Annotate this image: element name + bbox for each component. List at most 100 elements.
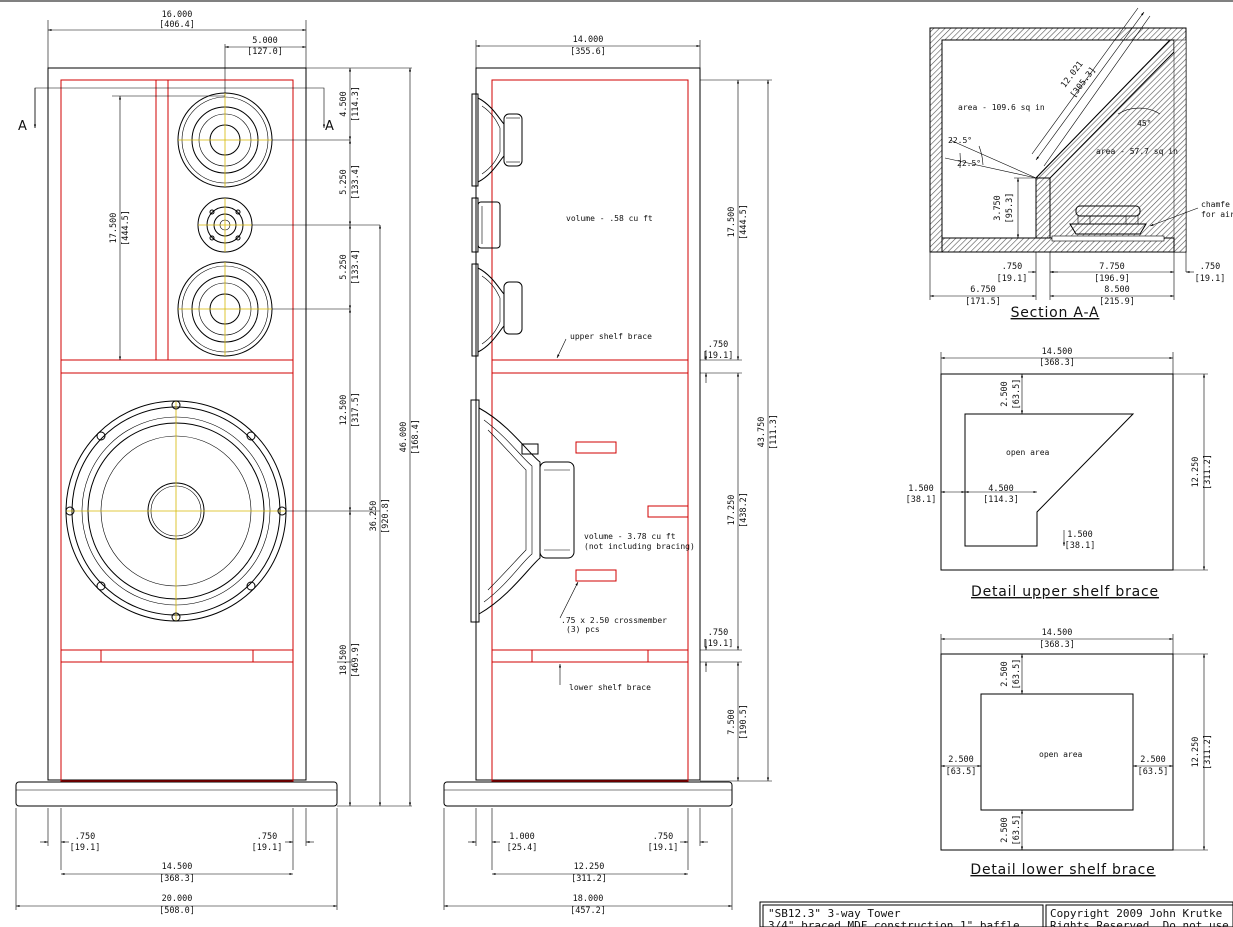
upper-left-mm: [38.1] — [906, 495, 937, 505]
section-dim-7750: 7.750 — [1099, 262, 1125, 272]
lower-mid-side — [471, 263, 523, 357]
upper-midrange-driver — [177, 92, 273, 188]
front-dim-36250: 36.250 — [369, 501, 379, 532]
lower-open-label: open area — [1039, 750, 1083, 759]
upper-top-mm: [63.5] — [1012, 379, 1022, 410]
lower-bottom: 2.500 — [1000, 817, 1010, 843]
front-inner-width: 14.500 — [162, 862, 193, 872]
side-plinth — [443, 781, 733, 807]
title-block: "SB12.3" 3-way Tower 3/4" braced MDF con… — [759, 901, 1233, 927]
upper-brace-title: Detail upper shelf brace — [971, 584, 1159, 600]
title-line-1: "SB12.3" 3-way Tower — [768, 907, 901, 920]
side-inner-width-mm: [311.2] — [571, 874, 607, 884]
side-dim-upper-750: .750 — [708, 340, 728, 350]
side-baffle: 1.000 — [509, 832, 535, 842]
side-base-width: 18.000 — [573, 894, 604, 904]
upper-brace-detail: 14.500 [368.3] open area 2.500 [63.5] 12… — [906, 347, 1213, 600]
section-dim-3750-mm: [95.3] — [1005, 193, 1015, 224]
lower-left: 2.500 — [948, 755, 974, 765]
lower-left-mm: [63.5] — [946, 767, 977, 777]
section-marker-left: A — [18, 119, 27, 134]
upper-mid-side — [471, 93, 523, 187]
upper-volume-label: volume - .58 cu ft — [566, 214, 653, 223]
upper-brace-label: upper shelf brace — [570, 332, 652, 341]
upper-open-label: open area — [1006, 448, 1050, 457]
side-dim-43750-mm: [111.3] — [769, 414, 779, 450]
front-dim-36250-mm: [920.8] — [381, 498, 391, 534]
section-wall-b-mm: [19.1] — [1195, 274, 1226, 284]
section-driver — [1069, 205, 1147, 235]
front-dim-46000: 46.000 — [399, 422, 409, 453]
front-offset-mm: [127.0] — [247, 47, 283, 57]
front-dim-5250b-mm: [133.4] — [351, 249, 361, 285]
copyright-line-1: Copyright 2009 John Krutke — [1050, 907, 1222, 920]
front-wall-left: .750 — [75, 832, 95, 842]
front-base-width-mm: [508.0] — [159, 906, 195, 916]
lower-brace-title: Detail lower shelf brace — [970, 862, 1155, 878]
front-plinth — [15, 781, 338, 807]
side-base-width-mm: [457.2] — [570, 906, 606, 916]
side-cabinet — [475, 67, 701, 781]
side-width-in: 14.000 — [573, 35, 604, 45]
lower-width: 14.500 — [1042, 628, 1073, 638]
title-line-2: 3/4" braced MDF construction 1" baffle — [768, 919, 1020, 927]
crossmember-label-2: (3) pcs — [566, 625, 600, 634]
woofer-driver — [65, 400, 287, 622]
side-dim-17250-mm: [438.2] — [739, 492, 749, 528]
upper-height-mm: [311.2] — [1203, 454, 1213, 490]
angle-a: 22.5° — [948, 136, 972, 145]
front-dim-4500: 4.500 — [339, 91, 349, 117]
side-dim-17500-mm: [444.5] — [739, 204, 749, 240]
section-marker-right: A — [325, 119, 334, 134]
lower-brace-label: lower shelf brace — [569, 683, 651, 692]
upper-brace-panel — [940, 373, 1174, 571]
front-base-width: 20.000 — [162, 894, 193, 904]
front-dim-12500: 12.500 — [339, 395, 349, 426]
lower-midrange-driver — [177, 261, 273, 357]
section-wall-a-mm: [19.1] — [997, 274, 1028, 284]
section-dim-7750-mm: [196.9] — [1094, 274, 1130, 284]
front-inner-width-mm: [368.3] — [159, 874, 195, 884]
front-width-mm: [406.4] — [159, 20, 195, 30]
section-dim-6750: 6.750 — [970, 285, 996, 295]
side-width-mm: [355.6] — [570, 47, 606, 57]
section-a-a: 12.021 [305.3] area - 109.6 sq in area -… — [929, 7, 1233, 321]
side-view: 14.000 [355.6] — [443, 35, 779, 916]
section-dim-8500: 8.500 — [1104, 285, 1130, 295]
front-offset-in: 5.000 — [252, 36, 278, 46]
side-dim-lower-750-mm: [19.1] — [703, 639, 734, 649]
area-small-label: area - 57.7 sq in — [1096, 147, 1178, 156]
upper-open-width-mm: [114.3] — [983, 495, 1019, 505]
section-dim-8500-mm: [215.9] — [1099, 297, 1135, 307]
section-wall-a: .750 — [1002, 262, 1022, 272]
front-dim-18500-mm: [469.9] — [351, 642, 361, 678]
angle-b: 22.5° — [957, 159, 981, 168]
front-dim-17500: 17.500 — [109, 213, 119, 244]
front-wall-right: .750 — [257, 832, 277, 842]
side-dim-43750: 43.750 — [757, 417, 767, 448]
upper-left: 1.500 — [908, 484, 934, 494]
lower-brace-panel — [940, 653, 1174, 851]
lower-width-mm: [368.3] — [1039, 640, 1075, 650]
front-wall-right-mm: [19.1] — [252, 843, 283, 853]
front-cabinet — [47, 67, 307, 781]
side-dim-upper-750-mm: [19.1] — [703, 351, 734, 361]
section-title: Section A-A — [1011, 305, 1100, 321]
section-wall-b: .750 — [1200, 262, 1220, 272]
side-inner-width: 12.250 — [574, 862, 605, 872]
section-dim-3750: 3.750 — [993, 195, 1003, 221]
tweeter-side — [471, 197, 501, 253]
front-dim-17500-mm: [444.5] — [121, 210, 131, 246]
lower-right-mm: [63.5] — [1138, 767, 1169, 777]
lower-bottom-mm: [63.5] — [1012, 815, 1022, 846]
upper-open-width: 4.500 — [988, 484, 1014, 494]
area-large-label: area - 109.6 sq in — [958, 103, 1045, 112]
front-dim-18500: 18.500 — [339, 645, 349, 676]
side-dim-7500-mm: [190.5] — [739, 704, 749, 740]
side-dim-17250: 17.250 — [727, 495, 737, 526]
crossmember-label-1: .75 x 2.50 crossmember — [561, 616, 667, 625]
lower-volume-label-1: volume - 3.78 cu ft — [584, 532, 676, 541]
side-rear-wall: .750 — [653, 832, 673, 842]
lower-top-mm: [63.5] — [1012, 659, 1022, 690]
section-dim-6750-mm: [171.5] — [965, 297, 1001, 307]
